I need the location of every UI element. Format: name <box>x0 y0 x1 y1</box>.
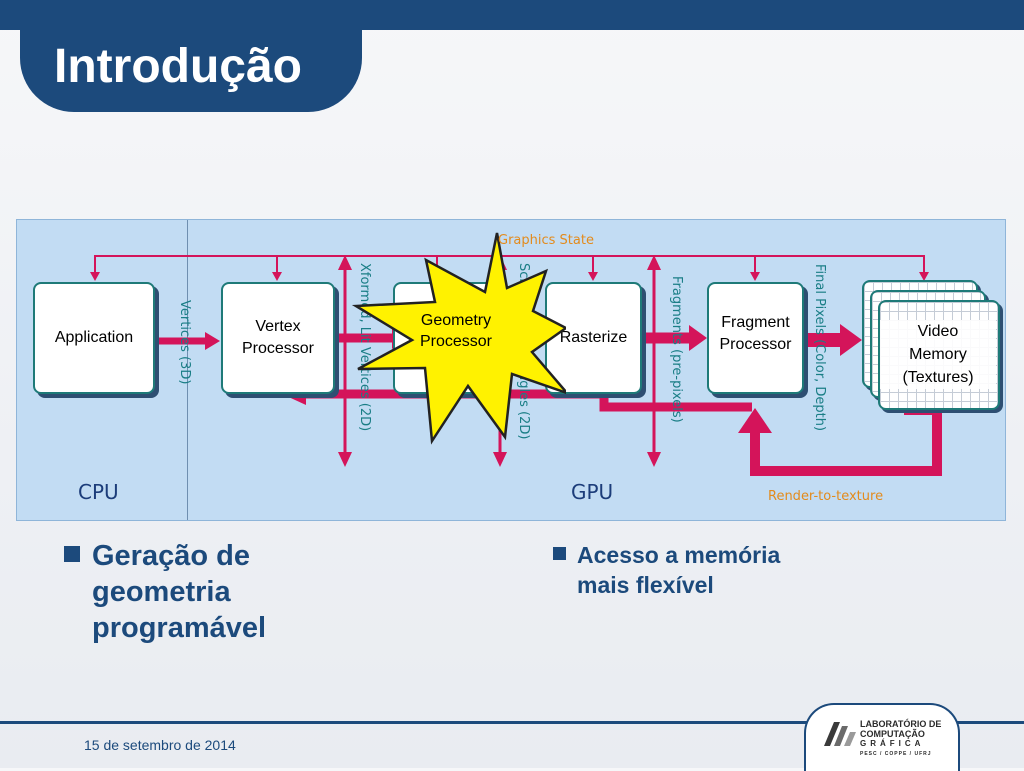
render-to-texture-arrowhead <box>738 408 772 433</box>
graphics-state-line <box>94 255 925 277</box>
vaccess-arrowhead-top-3 <box>647 255 661 270</box>
flow-arrowhead-frag-video <box>840 324 862 356</box>
geometry-processor-label: Geometry Processor <box>419 312 493 350</box>
rasterize-label: Rasterize <box>559 329 628 346</box>
vertex-processor-label: Vertex Processor <box>241 318 315 357</box>
bullet-left-text: Geração de geometria programável <box>92 540 267 644</box>
render-to-texture-label: Render-to-texture <box>768 489 884 504</box>
logo-tab <box>804 703 960 771</box>
application-label: Application <box>54 329 134 346</box>
state-arrowhead-video <box>919 272 929 281</box>
graphics-state-label: Graphics State <box>498 233 594 248</box>
bullet-right-text: Acesso a memória mais flexível <box>577 542 781 598</box>
title-tab <box>20 0 362 112</box>
gpu-label: GPU <box>571 480 614 504</box>
render-to-texture-loop <box>750 405 942 476</box>
vaccess-arrowhead-top-1 <box>338 255 352 270</box>
cpu-label: CPU <box>78 480 119 504</box>
bullet-square-icon <box>64 546 80 562</box>
label-fragments: Fragments (pre-pixels) <box>669 276 684 423</box>
fragment-processor-label: Fragment Processor <box>719 314 792 353</box>
footer-date: 15 de setembro de 2014 <box>84 737 236 753</box>
footer-line <box>0 721 1024 724</box>
state-arrowhead-vertex <box>272 272 282 281</box>
flow-arrowhead-app-vertex <box>205 332 220 350</box>
cpu-gpu-divider <box>187 220 188 520</box>
bullet-square-icon <box>553 547 566 560</box>
fragment-processor-box: Fragment Processor <box>707 282 804 394</box>
flow-arrowhead-raster-frag <box>689 325 707 351</box>
label-vertices-3d: Vertices (3D) <box>177 300 192 385</box>
slide-title: Introdução <box>54 40 302 93</box>
vaccess-arrowhead-bot-1 <box>338 452 352 467</box>
state-arrowhead-app <box>90 272 100 281</box>
bullet-right: Acesso a memória mais flexível <box>553 540 780 600</box>
logo-text: LABORATÓRIO DE COMPUTAÇÃO GRÁFICA PESC /… <box>860 719 942 757</box>
video-memory-label: Video Memory (Textures) <box>880 320 996 389</box>
vaccess-arrowhead-bot-3 <box>647 452 661 467</box>
state-arrowhead-fragment <box>750 272 760 281</box>
label-final-pixels: Final Pixels (Color, Depth) <box>812 264 827 432</box>
vertex-processor-box: Vertex Processor <box>221 282 335 394</box>
application-box: Application <box>33 282 155 394</box>
burst-shape <box>351 232 566 445</box>
geometry-processor-burst <box>351 232 566 445</box>
bullet-left: Geração de geometria programável <box>64 538 266 646</box>
vaccess-arrowhead-bot-2 <box>493 452 507 467</box>
lcg-logo-icon <box>824 722 856 746</box>
state-arrowhead-rasterize <box>588 272 598 281</box>
